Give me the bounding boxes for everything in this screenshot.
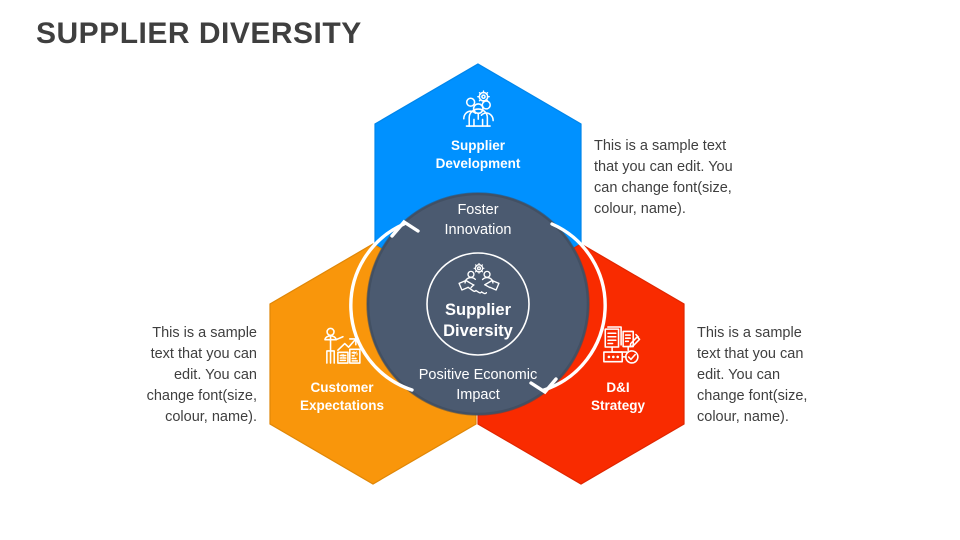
core-title: Supplier Diversity (403, 300, 553, 342)
ring-label-bottom: Positive Economic Impact (378, 366, 578, 405)
note-right[interactable]: This is a sample text that you can edit.… (697, 325, 808, 426)
people-gear-icon (463, 90, 494, 127)
hexagon-left-label[interactable]: Customer Expectations (267, 379, 417, 415)
svg-text:$: $ (341, 354, 345, 360)
hexagon-right-label[interactable]: D&I Strategy (543, 379, 693, 415)
hexagon-left-label-line1: Customer (310, 380, 374, 395)
note-left[interactable]: This is a sample text that you can edit.… (146, 325, 257, 426)
core-outer-circle-edge (366, 192, 590, 416)
core-title-line2: Diversity (443, 322, 513, 341)
core-inner-ring (426, 252, 530, 356)
hexagon-top-label-line2: Development (435, 155, 521, 171)
arc-arrow-down-icon (542, 222, 607, 392)
person-growth-chart-icon: $ % (324, 327, 361, 364)
cycle-arrowheads (390, 219, 558, 395)
ring-label-bottom-line2: Impact (456, 386, 500, 403)
page-title: SUPPLIER DIVERSITY (36, 17, 362, 50)
cycle-arrows (349, 222, 607, 392)
hexagon-top-label[interactable]: Supplier Development (403, 137, 553, 173)
core-outer-circle[interactable] (367, 193, 589, 415)
svg-text:%: % (352, 351, 358, 358)
ring-label-top-line1: Foster (457, 202, 499, 218)
hexagon-top-label-line1: Supplier (450, 138, 505, 153)
hexagon-right-label-line1: D&I (606, 380, 630, 395)
ring-label-top: Foster Innovation (378, 201, 578, 240)
document-edit-checklist-icon (603, 326, 641, 364)
ring-label-bottom-line1: Positive Economic (418, 367, 538, 383)
arc-arrow-up-icon (349, 222, 414, 392)
hexagon-right-label-line2: Strategy (590, 397, 646, 413)
ring-label-top-line2: Innovation (444, 221, 512, 238)
core-title-line1: Supplier (444, 301, 511, 319)
handshake-gear-icon (458, 263, 500, 295)
hexagon-left-label-line2: Expectations (299, 397, 385, 413)
note-top-right[interactable]: This is a sample text that you can edit.… (594, 138, 733, 218)
